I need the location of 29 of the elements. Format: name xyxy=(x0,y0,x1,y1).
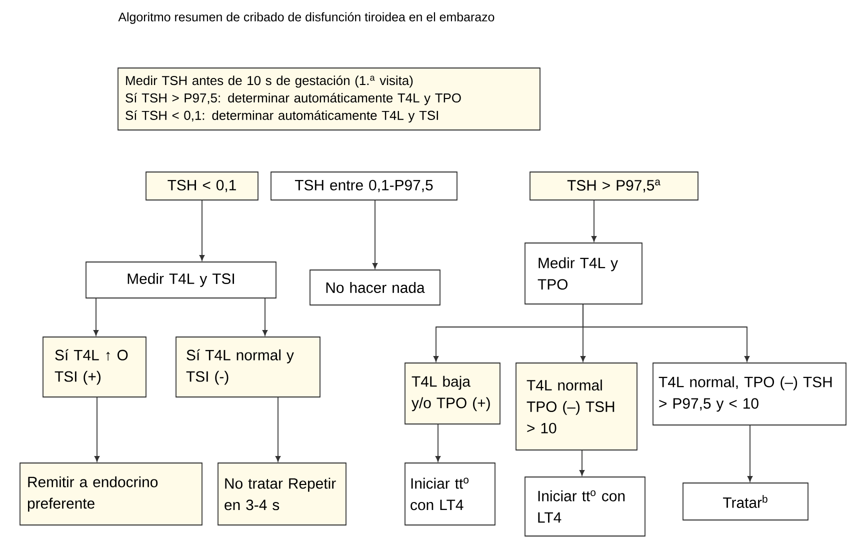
arrow xyxy=(93,298,99,336)
process-box: TSH entre 0,1-P97,5 xyxy=(270,172,458,200)
arrow xyxy=(94,396,100,462)
arrow xyxy=(591,200,597,242)
process-box: Iniciar tt$^{o}$ con LT4 xyxy=(404,462,496,526)
arrow xyxy=(579,450,585,476)
process-box: T4L normal, TPO (–) TSH > P97,5 y < 10 xyxy=(652,362,846,426)
arrow xyxy=(582,304,750,362)
process-box: Tratar$^{b}$ xyxy=(682,482,808,520)
arrow xyxy=(262,298,268,336)
process-box: Iniciar tt$^{o}$ con LT4 xyxy=(524,476,646,536)
process-box: T4L baja y/o TPO (+) xyxy=(404,362,500,424)
process-box: No hacer nada xyxy=(310,270,440,306)
arrow xyxy=(372,200,378,269)
process-box: Sí T4L normal y TSI (-) xyxy=(176,336,320,398)
process-box: No tratar Repetir en 3-4 s xyxy=(218,462,346,526)
arrow xyxy=(747,424,753,482)
title: Algoritmo resumen de cribado de disfunción tiroidea en el embarazo xyxy=(118,12,494,24)
arrow xyxy=(199,200,205,261)
process-box: Medir T4L y TSI xyxy=(86,262,276,298)
process-box: TSH > P97,5$^{a}$ xyxy=(530,172,698,200)
process-box: Medir T4L y TPO xyxy=(524,242,642,304)
process-box: Remitir a endocrino preferente xyxy=(20,462,202,526)
arrow xyxy=(435,424,441,462)
process-box: TSH < 0,1 xyxy=(146,172,258,200)
process-box: Medir TSH antes de 10 s de gestación (1.$^{a}$ visita) Sí TSH > P97,5: determinar automáticamente T4L y TPO Sí TSH < 0,1: determinar automáticamente T4L y TSI xyxy=(118,68,540,130)
process-box: T4L normal TPO (–) TSH > 10 xyxy=(516,362,638,450)
arrow xyxy=(275,396,281,462)
process-box: Sí T4L ↑ O TSI (+) xyxy=(42,336,146,398)
